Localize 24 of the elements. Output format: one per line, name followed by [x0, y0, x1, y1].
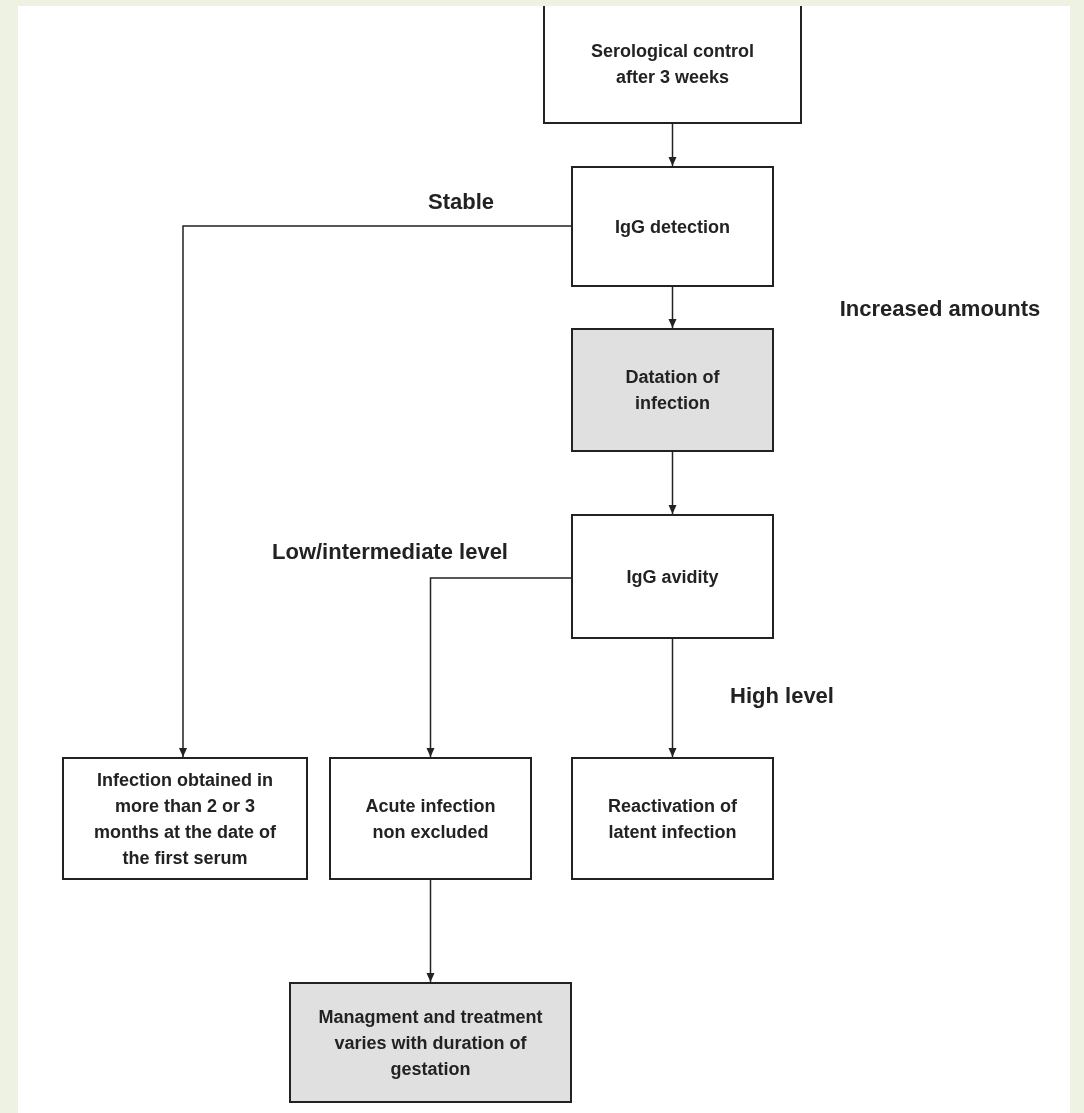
process-box: [543, 6, 802, 124]
process-box: [571, 328, 774, 452]
arrow: [179, 225, 572, 758]
arrow: [668, 123, 677, 167]
arrow: [426, 577, 572, 758]
box-text: IgG avidity: [626, 565, 719, 589]
process-box: [329, 757, 532, 880]
arrow: [668, 638, 677, 758]
arrow: [668, 286, 677, 329]
arrow: [668, 451, 677, 515]
annotation-label: Increased amounts: [839, 294, 1041, 323]
box-text: Datation of infection: [624, 366, 721, 415]
box-text: Serological control after 3 weeks: [590, 40, 755, 89]
box-text: Managment and treatment varies with duration of gestation: [317, 1005, 544, 1081]
box-text: Reactivation of latent infection: [607, 794, 738, 844]
box-text: Acute infection non excluded: [364, 794, 497, 844]
arrow: [426, 879, 435, 983]
process-box: [289, 982, 572, 1103]
process-box: [62, 757, 308, 880]
process-box: [571, 757, 774, 880]
box-text: Infection obtained in more than 2 or 3 months at the date of the first serum: [93, 768, 277, 870]
box-text: IgG detection: [615, 215, 730, 239]
process-box: [571, 514, 774, 639]
process-box: [571, 166, 774, 287]
